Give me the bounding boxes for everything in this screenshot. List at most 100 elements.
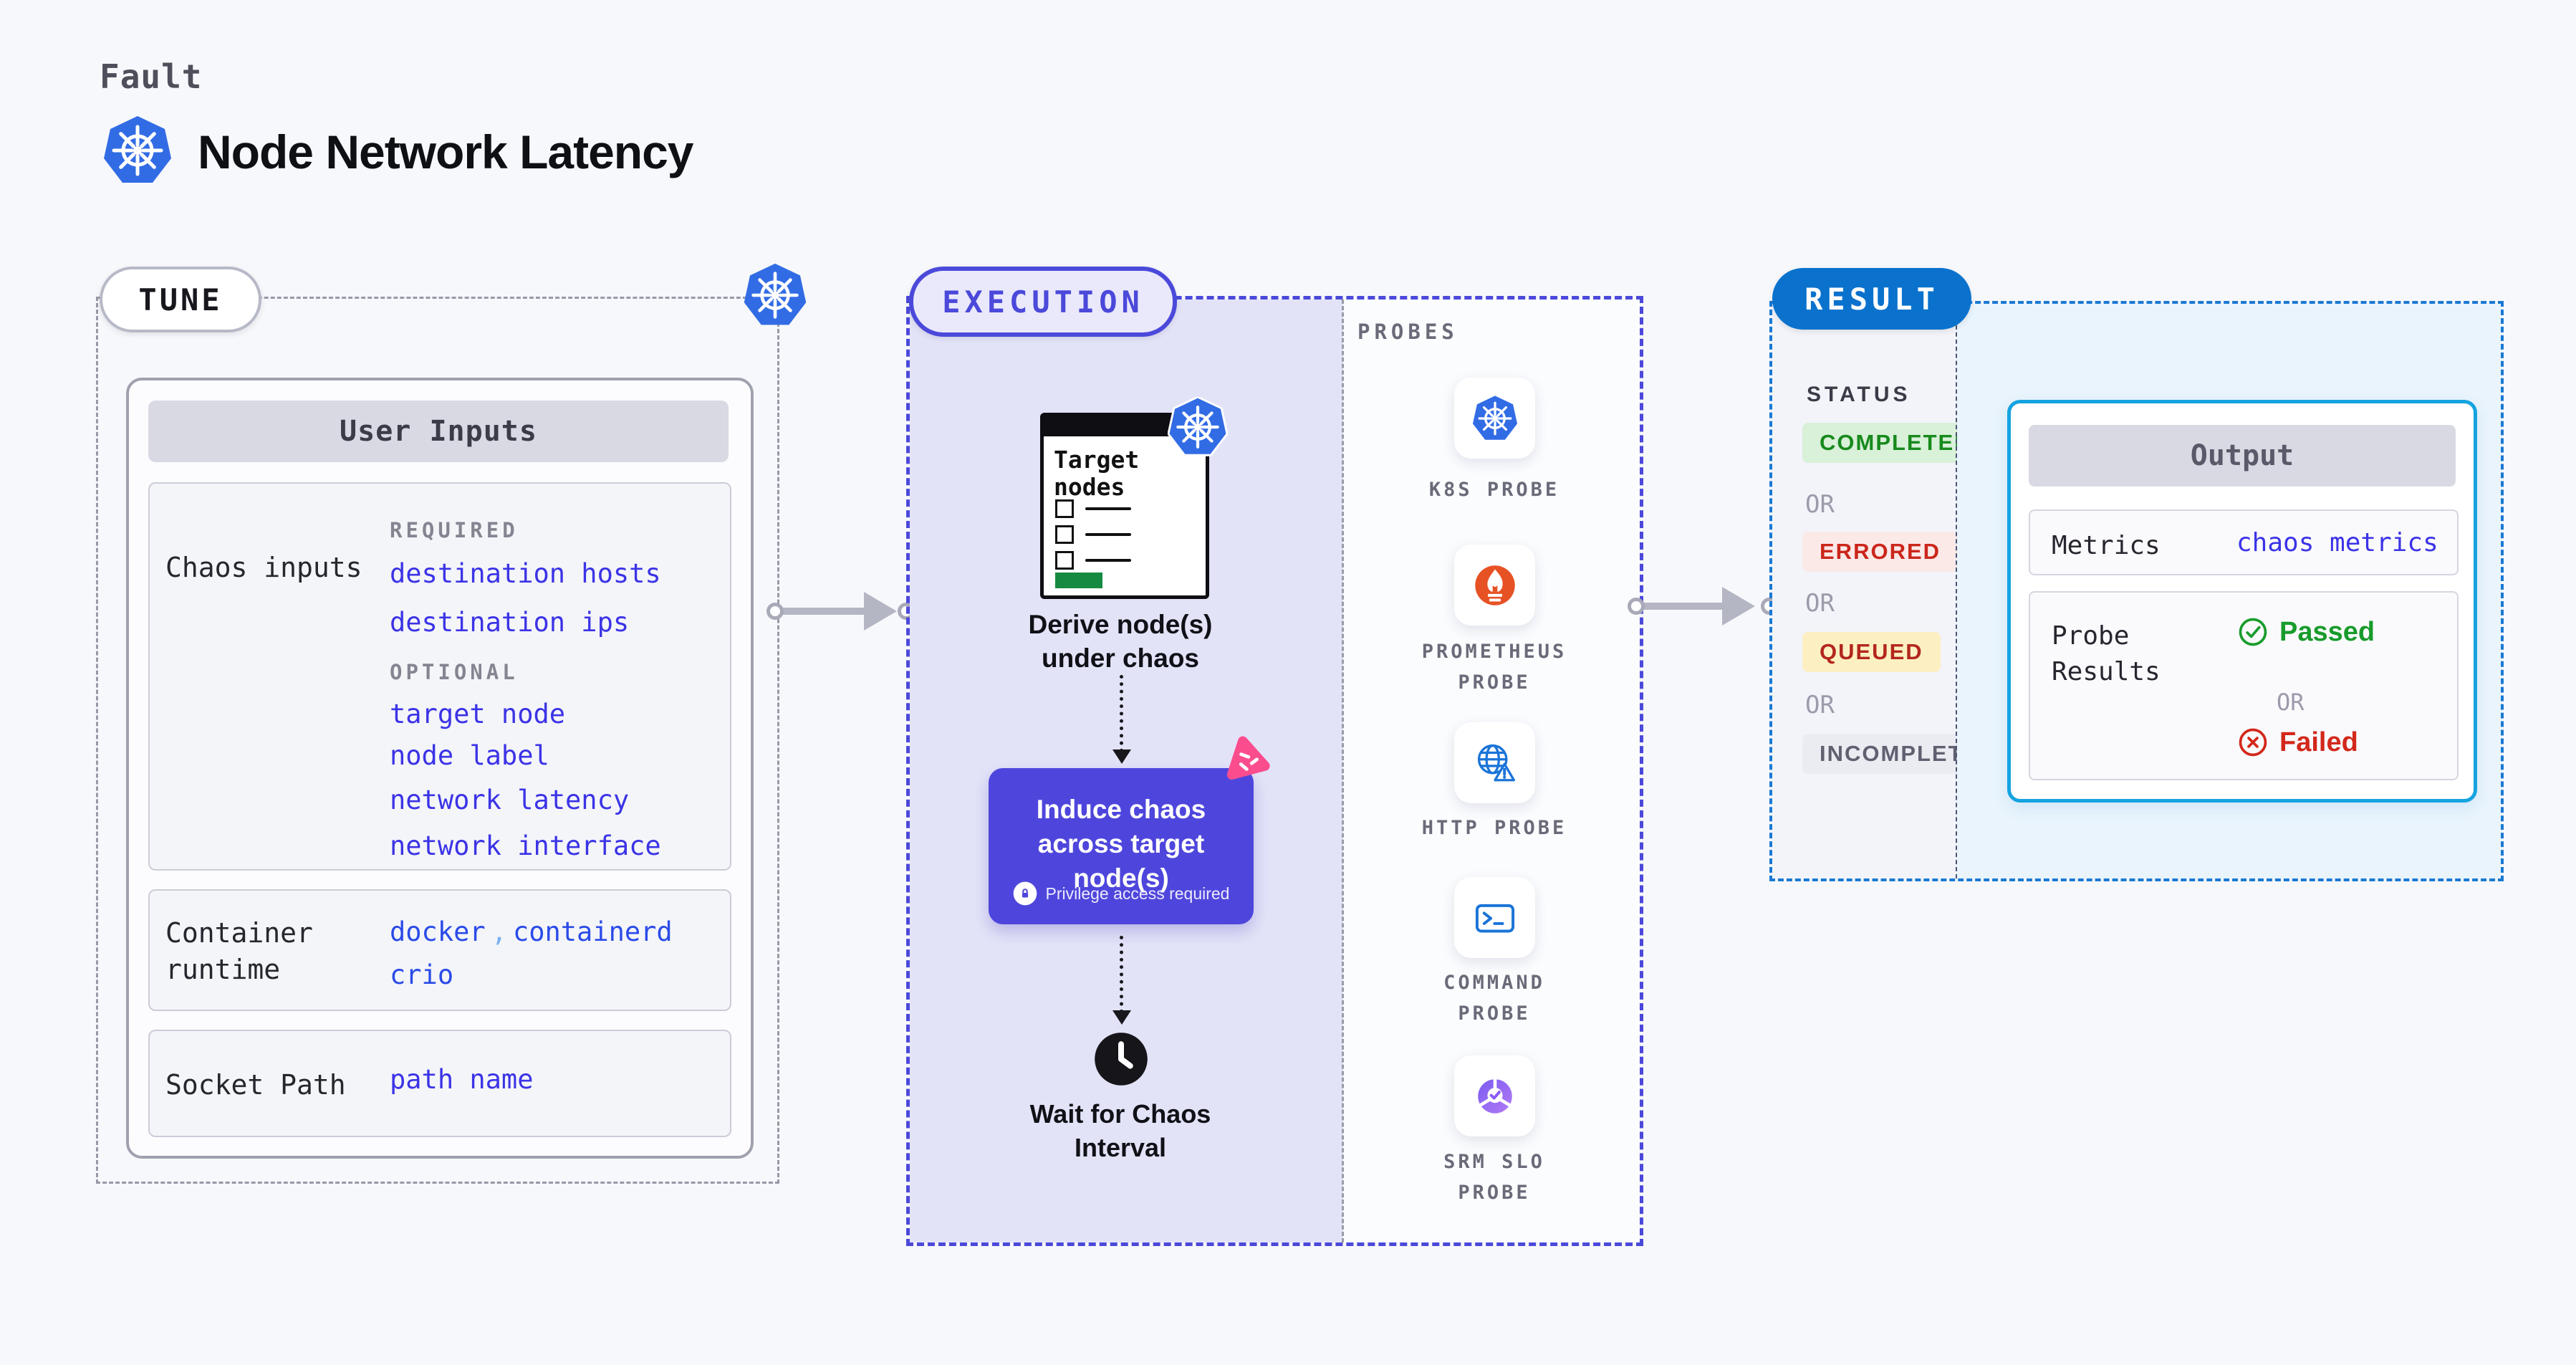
- chaos-inputs-box: Chaos inputs REQUIRED destination hosts …: [148, 482, 731, 871]
- lock-icon: [1013, 881, 1037, 906]
- srm-slo-probe-label: SRM SLO PROBE: [1443, 1151, 1545, 1204]
- tune-section-label: TUNE: [100, 267, 261, 332]
- optional-label: OPTIONAL: [390, 660, 519, 684]
- container-runtime-box: Container runtime docker,containerd crio: [148, 889, 731, 1011]
- socket-path-label: Socket Path: [165, 1069, 346, 1101]
- http-globe-icon: [1477, 744, 1515, 781]
- k8s-probe-card: [1454, 378, 1535, 459]
- derive-nodes-step: Derive node(s) under chaos: [1028, 610, 1213, 674]
- metrics-label: Metrics: [2052, 531, 2161, 560]
- connector-dot: [1628, 598, 1645, 615]
- progress-bar: [1055, 573, 1102, 588]
- result-divider: [1956, 304, 1957, 878]
- param-target-node[interactable]: target node: [390, 699, 566, 729]
- arrowhead-icon: [1112, 749, 1131, 764]
- output-card: Output Metrics chaos metrics Probe Resul…: [2007, 400, 2477, 803]
- command-probe-card: [1454, 877, 1535, 958]
- arrowhead-icon: [864, 592, 897, 631]
- metrics-value[interactable]: chaos metrics: [2236, 528, 2438, 557]
- arrow-tune-to-execution: [775, 608, 868, 615]
- chaos-inputs-label: Chaos inputs: [165, 552, 362, 583]
- induce-chaos-text: Induce chaos across target node(s): [1036, 795, 1206, 894]
- runtime-crio[interactable]: crio: [390, 959, 454, 990]
- probes-divider: [1342, 300, 1344, 1242]
- x-circle-icon: [2239, 728, 2267, 757]
- checkbox-icon: [1055, 525, 1074, 544]
- http-probe-card: [1454, 722, 1535, 803]
- status-badge-queued: QUEUED: [1802, 632, 1941, 672]
- probes-label: PROBES: [1357, 320, 1458, 344]
- status-label: STATUS: [1807, 383, 1911, 406]
- param-network-latency[interactable]: network latency: [390, 785, 630, 815]
- or-label: OR: [1805, 490, 1835, 519]
- srm-slo-probe-card: [1454, 1055, 1535, 1136]
- node-list-item: [1055, 551, 1131, 570]
- arrowhead-icon: [1722, 587, 1755, 626]
- induce-chaos-step: Induce chaos across target node(s) Privi…: [989, 768, 1254, 924]
- privilege-text: Privilege access required: [1045, 883, 1230, 903]
- page-title: Node Network Latency: [198, 125, 693, 178]
- or-label: OR: [2277, 689, 2305, 716]
- user-inputs-title: User Inputs: [148, 401, 729, 462]
- flow-arrow: [1120, 936, 1123, 1013]
- passed-row: Passed: [2236, 616, 2375, 648]
- failed-label: Failed: [2279, 727, 2358, 757]
- privilege-note: Privilege access required: [989, 881, 1254, 906]
- result-section: STATUS COMPLETED OR ERRORED OR QUEUED OR…: [1769, 301, 2504, 881]
- param-network-interface[interactable]: network interface: [390, 830, 661, 861]
- passed-label: Passed: [2279, 616, 2375, 647]
- slo-gauge-icon: [1477, 1078, 1512, 1113]
- runtime-containerd[interactable]: containerd: [512, 916, 673, 947]
- or-label: OR: [1805, 691, 1835, 719]
- kubernetes-icon: [102, 115, 173, 186]
- http-probe-label: HTTP PROBE: [1421, 817, 1567, 839]
- k8s-probe-label: K8S PROBE: [1428, 479, 1560, 501]
- fault-eyebrow: Fault: [100, 57, 203, 96]
- output-title: Output: [2029, 425, 2456, 487]
- arrow-execution-to-result: [1636, 603, 1726, 610]
- status-column: STATUS COMPLETED OR ERRORED OR QUEUED OR…: [1772, 304, 2014, 878]
- status-badge-errored: ERRORED: [1802, 532, 1959, 572]
- command-probe-label: COMMAND PROBE: [1443, 972, 1545, 1025]
- prometheus-probe-label: PROMETHEUS PROBE: [1421, 641, 1567, 694]
- user-inputs-card: User Inputs Chaos inputs REQUIRED destin…: [126, 378, 754, 1159]
- prometheus-icon: [1474, 565, 1515, 605]
- litmus-chaos-icon: [1226, 736, 1270, 780]
- param-destination-hosts[interactable]: destination hosts: [390, 558, 661, 589]
- checkbox-icon: [1055, 499, 1074, 518]
- prometheus-probe-card: [1454, 545, 1535, 626]
- runtime-docker[interactable]: docker: [390, 916, 486, 947]
- check-circle-icon: [2239, 618, 2267, 646]
- node-list-item: [1055, 525, 1131, 544]
- wait-chaos-interval-step: Wait for Chaos Interval: [1029, 1099, 1211, 1162]
- result-section-label: RESULT: [1772, 268, 1971, 330]
- probe-results-row: Probe Results Passed OR Failed: [2029, 591, 2459, 780]
- runtime-separator: ,: [491, 916, 507, 947]
- checkbox-icon: [1055, 551, 1074, 570]
- metrics-row: Metrics chaos metrics: [2029, 509, 2459, 575]
- arrowhead-icon: [1112, 1010, 1131, 1025]
- target-nodes-title: Target nodes: [1054, 446, 1140, 501]
- node-list-item: [1055, 499, 1131, 518]
- container-runtime-label: Container runtime: [165, 917, 313, 986]
- socket-path-value[interactable]: path name: [390, 1064, 534, 1095]
- clock-icon: [1095, 1033, 1148, 1086]
- flow-arrow: [1120, 675, 1123, 752]
- kubernetes-icon: [1471, 394, 1519, 441]
- param-destination-ips[interactable]: destination ips: [390, 607, 630, 638]
- tune-section: [96, 297, 779, 1184]
- probe-results-label: Probe Results: [2052, 621, 2161, 687]
- or-label: OR: [1805, 589, 1835, 618]
- terminal-icon: [1475, 904, 1514, 932]
- required-label: REQUIRED: [390, 518, 519, 542]
- connector-dot: [766, 603, 784, 620]
- kubernetes-icon: [1168, 397, 1228, 456]
- execution-section-label: EXECUTION: [909, 267, 1177, 337]
- list-line: [1085, 507, 1131, 510]
- kubernetes-icon: [742, 262, 808, 328]
- list-line: [1085, 559, 1131, 562]
- param-node-label[interactable]: node label: [390, 740, 549, 771]
- socket-path-box: Socket Path path name: [148, 1030, 731, 1137]
- list-line: [1085, 533, 1131, 536]
